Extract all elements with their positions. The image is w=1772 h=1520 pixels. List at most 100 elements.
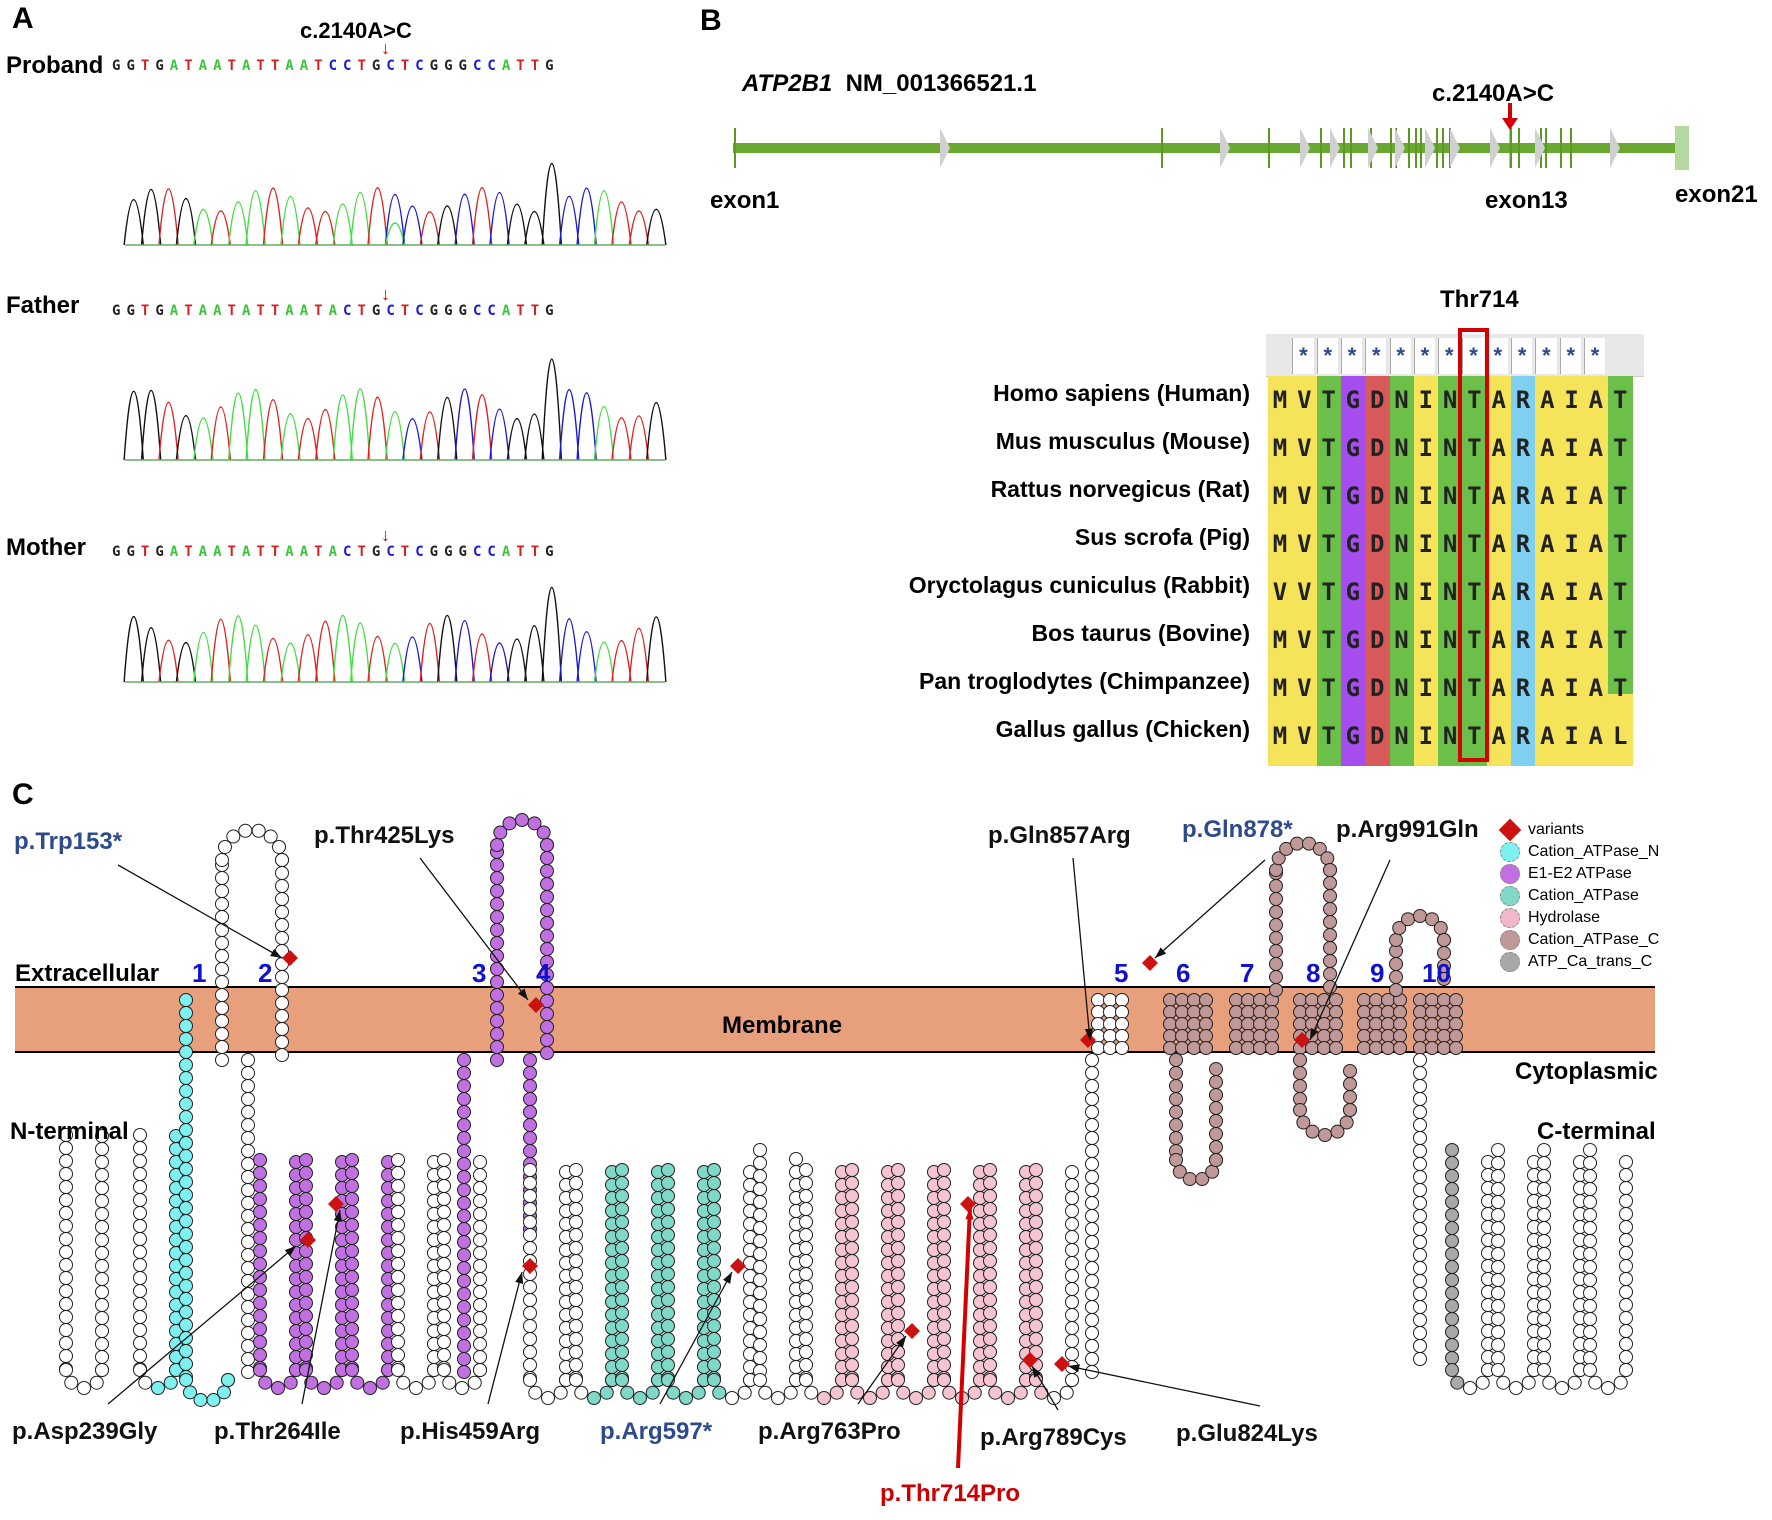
residue-bead [845, 1373, 859, 1387]
residue-bead [1029, 1306, 1043, 1320]
residue-bead [437, 1166, 451, 1180]
residue-bead [375, 1375, 390, 1390]
residue-bead [1001, 1391, 1015, 1405]
residue-bead [1323, 889, 1337, 903]
track-label-proband: Proband [6, 52, 104, 79]
residue-bead [1413, 1005, 1427, 1019]
residue: V [1297, 674, 1312, 702]
residue-bead [845, 1254, 859, 1268]
residue-bead [707, 1332, 721, 1346]
residue-bead [799, 1241, 813, 1255]
residue: T [1612, 578, 1628, 606]
arrowhead [333, 1210, 342, 1222]
residue-bead [59, 1363, 73, 1377]
residue: M [1272, 482, 1288, 510]
peak [245, 624, 266, 683]
residue-bead [253, 1322, 267, 1336]
residue-bead [217, 839, 232, 854]
residue: V [1297, 482, 1312, 510]
residue-bead [179, 1123, 193, 1137]
residue-bead [215, 1053, 229, 1067]
variant-diamond [522, 1258, 538, 1274]
base-A: A [241, 544, 257, 560]
base-G: G [429, 58, 445, 74]
residue-bead [1413, 1105, 1427, 1119]
residue-bead [253, 1348, 267, 1362]
residue-bead [1029, 1202, 1043, 1216]
base-T: T [400, 544, 416, 560]
base-C: C [386, 58, 401, 74]
residue-bead [215, 923, 229, 937]
peak [140, 189, 162, 246]
residue-bead [241, 1144, 255, 1158]
peak [349, 622, 371, 683]
residue: N [1442, 530, 1458, 558]
variant-pointer [1067, 1365, 1261, 1407]
residue-bead [753, 1182, 767, 1196]
residue-bead [391, 1153, 405, 1167]
residue-bead [1269, 918, 1283, 932]
residue-bead [1555, 1381, 1569, 1395]
residue-bead [1491, 1338, 1505, 1352]
residue-bead [473, 1155, 487, 1169]
residue-bead [942, 1385, 957, 1400]
residue-bead [1029, 1228, 1043, 1242]
residue-bead [95, 1285, 109, 1299]
residue-bead [1413, 1339, 1427, 1353]
circle-icon [1500, 930, 1520, 950]
residue-bead [540, 942, 554, 956]
residue-bead [615, 1319, 629, 1333]
variant-label-thr264ile: p.Thr264Ile [214, 1418, 341, 1445]
residue-bead [753, 1169, 767, 1183]
legend-label: variants [1528, 821, 1585, 838]
exon-21-block [1675, 126, 1689, 170]
residue: V [1297, 530, 1312, 558]
residue-bead [1583, 1325, 1597, 1339]
base-C: C [487, 544, 502, 560]
alignment-column-fill [1608, 694, 1633, 766]
residue-bead [1029, 1163, 1043, 1177]
residue-bead [253, 1296, 267, 1310]
residue-bead [1445, 1286, 1459, 1300]
residue: N [1442, 722, 1458, 750]
peak [506, 418, 528, 461]
residue: I [1418, 578, 1434, 606]
residue: D [1369, 674, 1385, 702]
residue-bead [179, 1136, 193, 1150]
base-G: G [126, 544, 141, 560]
residue: A [1491, 674, 1506, 702]
alignment-column [1316, 376, 1342, 766]
residue-bead [799, 1293, 813, 1307]
residue: N [1442, 434, 1458, 462]
residue-bead [59, 1193, 73, 1207]
base-G: G [126, 303, 141, 319]
residue-bead [983, 1215, 997, 1229]
residue: I [1564, 674, 1579, 702]
residue-bead [179, 993, 193, 1007]
residue-bead [95, 1298, 109, 1312]
residue-bead [707, 1163, 721, 1177]
peak [524, 413, 545, 461]
residue-bead [1241, 1029, 1255, 1043]
peak [210, 618, 232, 683]
chromatogram-mother [123, 586, 667, 683]
residue: D [1369, 722, 1385, 750]
residue-bead [1269, 983, 1283, 997]
residue-bead [473, 1246, 487, 1260]
residue-bead [988, 1385, 1003, 1400]
residue-bead [1029, 1254, 1043, 1268]
residue: M [1272, 434, 1288, 462]
residue-bead [937, 1228, 951, 1242]
base-T: T [140, 303, 156, 319]
residue-bead [523, 1280, 537, 1294]
residue-bead [59, 1310, 73, 1324]
residue-bead [183, 1385, 198, 1400]
peak [297, 207, 319, 246]
residue-bead [95, 1363, 109, 1377]
exon-4 [1320, 128, 1322, 168]
residue-bead [1323, 941, 1337, 955]
residue-bead [615, 1189, 629, 1203]
residue-bead [1537, 1208, 1551, 1222]
species-label: Sus scrofa (Pig) [1074, 524, 1250, 550]
